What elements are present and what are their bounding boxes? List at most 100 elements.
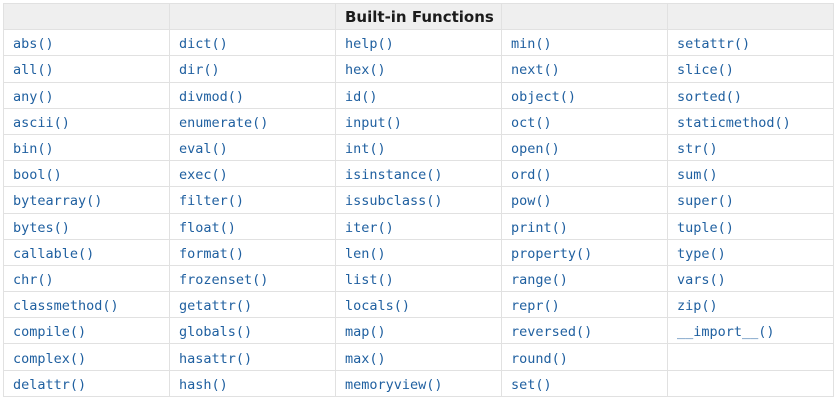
function-link[interactable]: delattr()	[13, 376, 87, 393]
function-link[interactable]: round()	[511, 350, 568, 367]
function-link[interactable]: len()	[345, 245, 386, 262]
table-row: compile() globals() map() reversed() __impor…	[3, 317, 834, 345]
function-cell: compile()	[3, 317, 170, 345]
function-link[interactable]: object()	[511, 88, 577, 105]
function-cell: hash()	[169, 369, 336, 397]
function-cell: sorted()	[667, 81, 834, 109]
function-cell: frozenset()	[169, 264, 336, 293]
function-link[interactable]: bytearray()	[13, 193, 103, 210]
function-link[interactable]: all()	[13, 62, 54, 79]
function-cell: any()	[3, 81, 170, 109]
function-link[interactable]: complex()	[13, 350, 87, 367]
function-link[interactable]: oct()	[511, 114, 552, 131]
header-cell-empty	[667, 2, 834, 31]
function-link[interactable]: property()	[511, 245, 593, 262]
function-link[interactable]: globals()	[179, 324, 253, 341]
function-link[interactable]: memoryview()	[345, 376, 443, 393]
function-link[interactable]: sorted()	[677, 88, 743, 105]
function-link[interactable]: classmethod()	[13, 298, 119, 315]
function-link[interactable]: min()	[511, 36, 552, 53]
function-cell: type()	[667, 238, 834, 266]
function-cell: int()	[335, 133, 502, 162]
function-link[interactable]: type()	[677, 245, 726, 262]
function-link[interactable]: next()	[511, 62, 560, 79]
function-link[interactable]: super()	[677, 193, 734, 210]
function-link[interactable]: issubclass()	[345, 193, 443, 210]
table-row: callable() format() len() property() type()	[3, 238, 834, 266]
function-cell: classmethod()	[3, 291, 170, 319]
function-link[interactable]: compile()	[13, 324, 87, 341]
function-cell: object()	[501, 81, 668, 109]
function-link[interactable]: enumerate()	[179, 114, 269, 131]
function-link[interactable]: id()	[345, 88, 378, 105]
function-link[interactable]: open()	[511, 141, 560, 158]
header-cell-empty	[169, 2, 336, 31]
function-link[interactable]: list()	[345, 271, 394, 288]
function-cell: dict()	[169, 29, 336, 57]
function-link[interactable]: str()	[677, 141, 718, 158]
function-link[interactable]: dir()	[179, 62, 220, 79]
function-cell: memoryview()	[335, 369, 502, 397]
function-link[interactable]: pow()	[511, 193, 552, 210]
function-link[interactable]: ord()	[511, 167, 552, 184]
function-link[interactable]: getattr()	[179, 298, 253, 315]
function-link[interactable]: slice()	[677, 62, 734, 79]
function-link[interactable]: hex()	[345, 62, 386, 79]
function-link[interactable]: staticmethod()	[677, 114, 791, 131]
function-link[interactable]: abs()	[13, 36, 54, 53]
function-link[interactable]: reversed()	[511, 324, 593, 341]
function-cell: complex()	[3, 343, 170, 371]
function-link[interactable]: int()	[345, 141, 386, 158]
function-link[interactable]: help()	[345, 36, 394, 53]
function-cell: print()	[501, 212, 668, 240]
function-link[interactable]: dict()	[179, 36, 228, 53]
function-link[interactable]: locals()	[345, 298, 411, 315]
function-cell: globals()	[169, 317, 336, 345]
function-link[interactable]: ascii()	[13, 114, 70, 131]
function-link[interactable]: vars()	[677, 271, 726, 288]
function-link[interactable]: max()	[345, 350, 386, 367]
function-cell: delattr()	[3, 369, 170, 397]
function-link[interactable]: isinstance()	[345, 167, 443, 184]
function-link[interactable]: iter()	[345, 219, 394, 236]
function-link[interactable]: tuple()	[677, 219, 734, 236]
function-link[interactable]: set()	[511, 376, 552, 393]
function-link[interactable]: float()	[179, 219, 236, 236]
function-link[interactable]: hasattr()	[179, 350, 253, 367]
function-link[interactable]: divmod()	[179, 88, 245, 105]
function-link[interactable]: bool()	[13, 167, 62, 184]
function-cell: repr()	[501, 291, 668, 319]
function-cell: zip()	[667, 291, 834, 319]
function-cell: hex()	[335, 55, 502, 83]
function-link[interactable]: __import__()	[677, 324, 775, 341]
table-row: chr() frozenset() list() range() vars()	[3, 264, 834, 293]
function-link[interactable]: exec()	[179, 167, 228, 184]
function-link[interactable]: sum()	[677, 167, 718, 184]
function-cell: bytearray()	[3, 186, 170, 214]
function-link[interactable]: hash()	[179, 376, 228, 393]
empty-cell	[667, 343, 834, 371]
function-link[interactable]: chr()	[13, 271, 54, 288]
function-cell: open()	[501, 133, 668, 162]
function-link[interactable]: filter()	[179, 193, 245, 210]
function-link[interactable]: setattr()	[677, 36, 751, 53]
function-cell: getattr()	[169, 291, 336, 319]
table-row: delattr() hash() memoryview() set()	[3, 369, 834, 397]
function-link[interactable]: input()	[345, 114, 402, 131]
builtin-functions-table: Built-in Functions abs()dict()help()min(…	[3, 2, 834, 397]
function-link[interactable]: eval()	[179, 141, 228, 158]
function-link[interactable]: print()	[511, 219, 568, 236]
function-link[interactable]: bin()	[13, 141, 54, 158]
function-link[interactable]: bytes()	[13, 219, 70, 236]
function-link[interactable]: zip()	[677, 298, 718, 315]
function-link[interactable]: callable()	[13, 245, 95, 262]
function-link[interactable]: repr()	[511, 298, 560, 315]
function-link[interactable]: range()	[511, 271, 568, 288]
function-link[interactable]: map()	[345, 324, 386, 341]
function-link[interactable]: any()	[13, 88, 54, 105]
function-link[interactable]: format()	[179, 245, 245, 262]
table-row: any() divmod() id() object() sorted()	[3, 81, 834, 109]
function-cell: property()	[501, 238, 668, 266]
function-link[interactable]: frozenset()	[179, 271, 269, 288]
function-cell: iter()	[335, 212, 502, 240]
